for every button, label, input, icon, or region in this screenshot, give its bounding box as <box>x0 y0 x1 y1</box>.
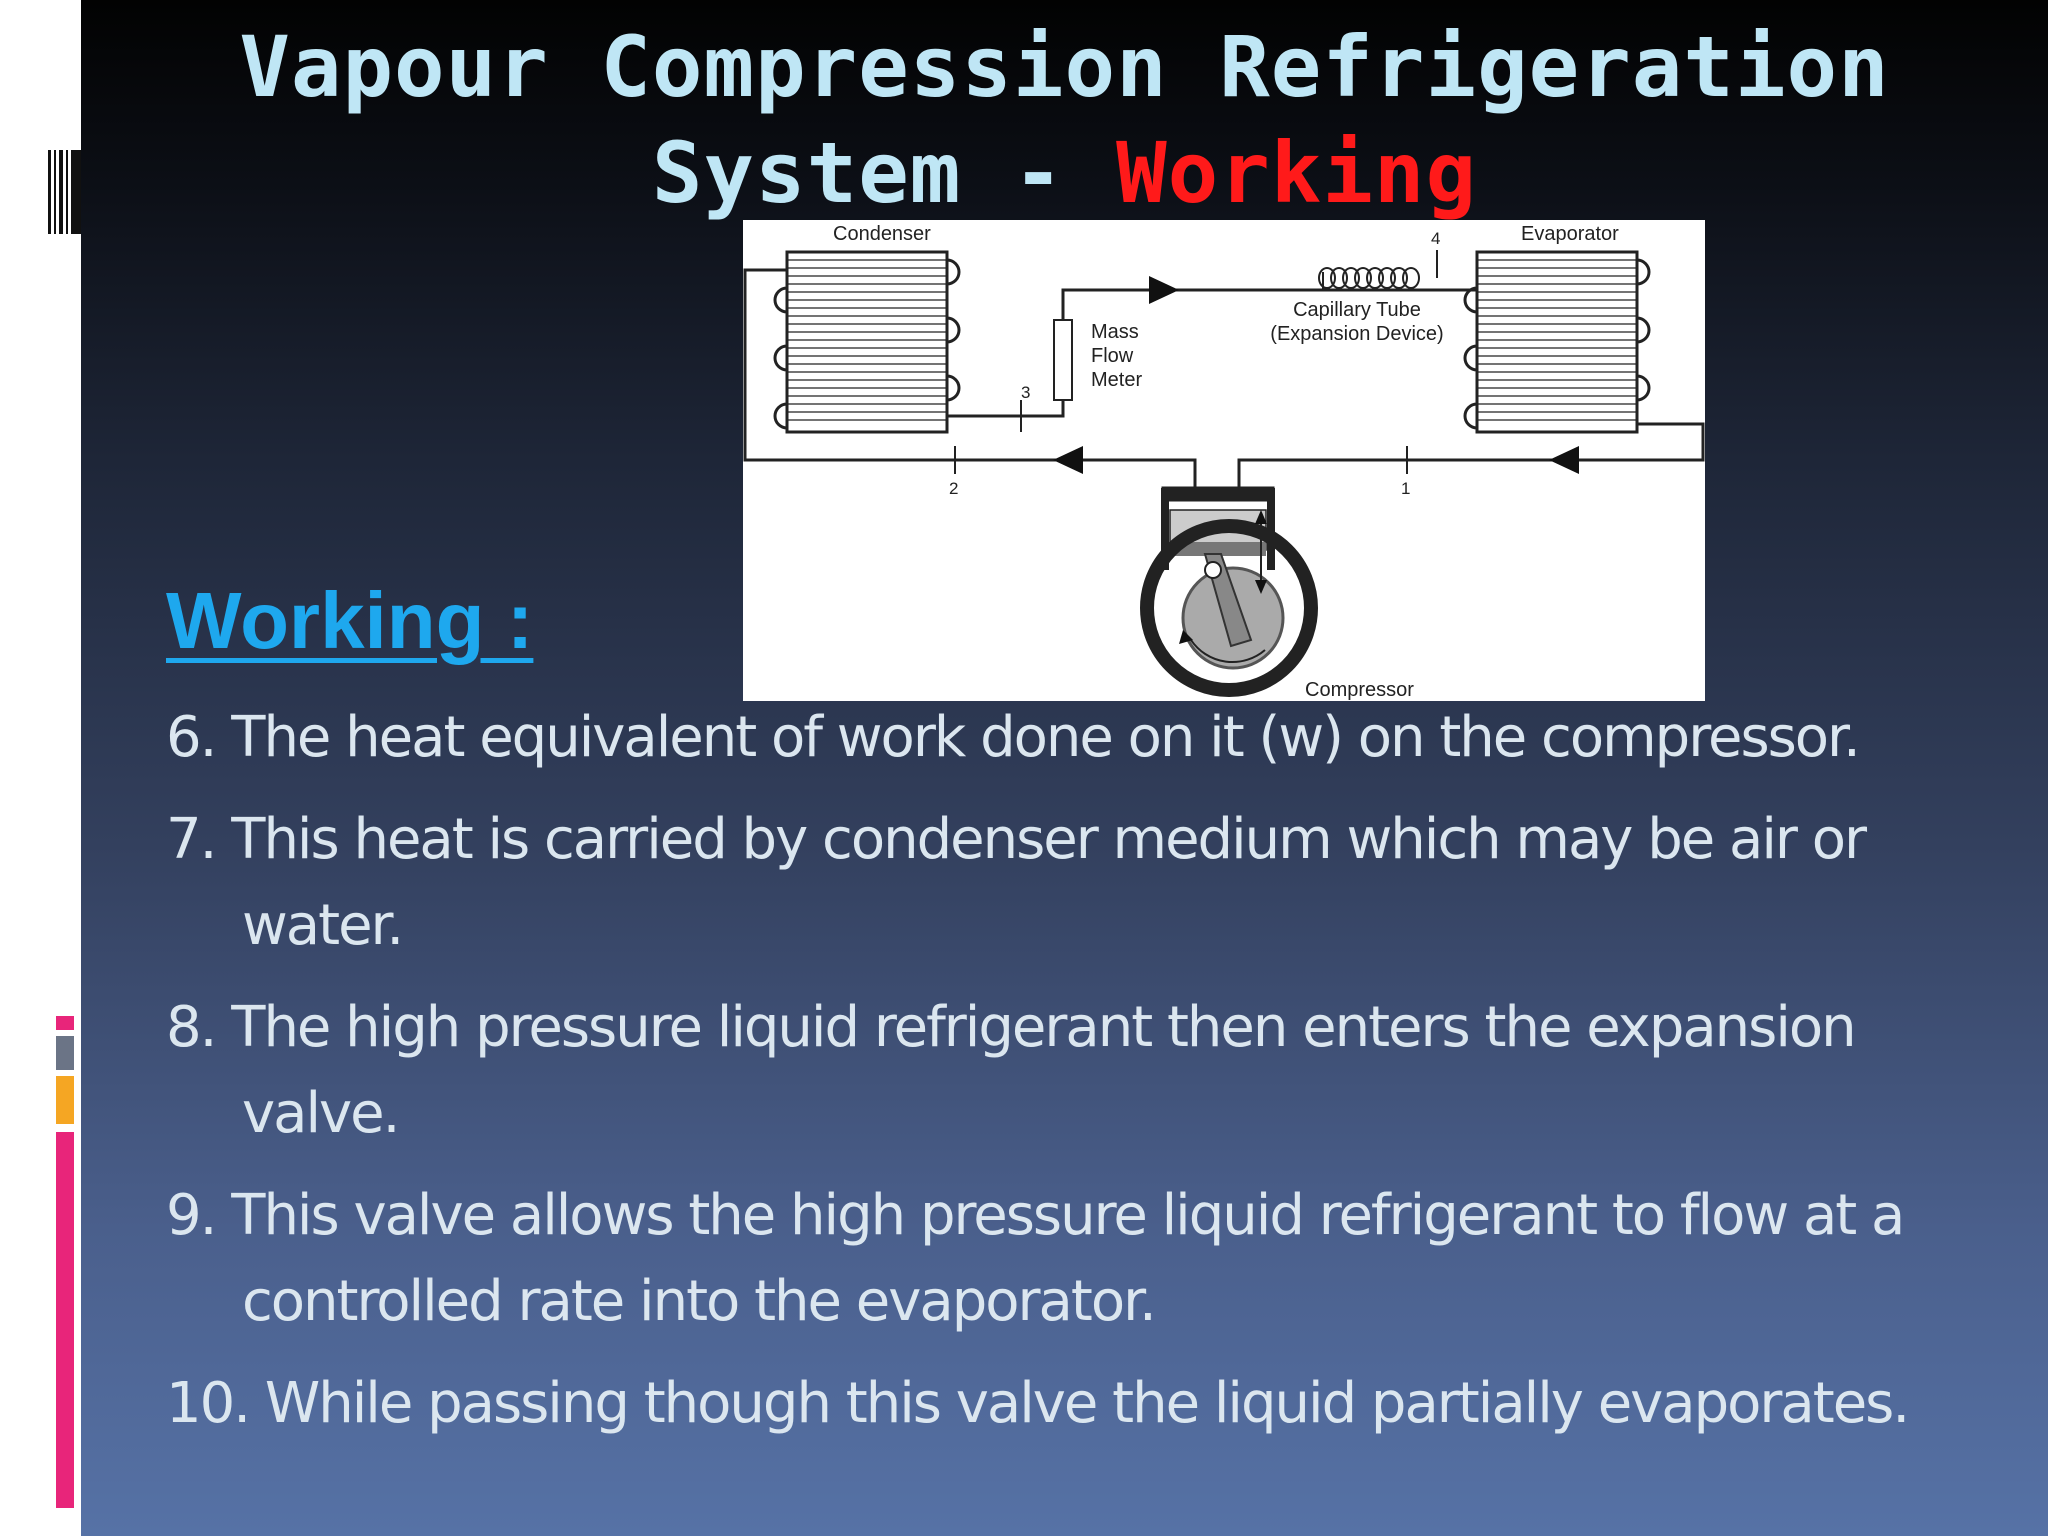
refrigeration-cycle-svg: Condenser Evaporator Mass Flow Meter Cap… <box>743 223 1705 701</box>
slide: Vapour Compression Refrigeration System … <box>81 0 2048 1536</box>
refrigeration-diagram: Condenser Evaporator Mass Flow Meter Cap… <box>743 220 1705 701</box>
title-line-2: System - Working <box>81 120 2048 226</box>
condenser-coil <box>773 250 961 434</box>
list-item: 6. The heat equivalent of work done on i… <box>166 705 1861 770</box>
mass-flow-meter-label-line-3: Meter <box>1091 369 1142 391</box>
capillary-tube-label-line-2: (Expansion Device) <box>1270 323 1443 345</box>
slide-title: Vapour Compression Refrigeration System … <box>81 14 2048 226</box>
state-point-4: 4 <box>1431 229 1440 248</box>
evaporator-coil <box>1463 250 1651 434</box>
title-highlight: Working <box>1116 124 1478 222</box>
state-point-1: 1 <box>1401 479 1410 498</box>
evaporator-label: Evaporator <box>1521 223 1619 245</box>
list-item: 9. This valve allows the high pressure l… <box>166 1183 1905 1334</box>
section-heading: Working : <box>166 576 534 665</box>
accent-bar-gray <box>56 1036 74 1070</box>
list-item: 7. This heat is carried by condenser med… <box>166 807 1867 958</box>
capillary-tube-label-line-1: Capillary Tube <box>1293 299 1421 321</box>
decorative-stripes <box>48 150 81 234</box>
list-item: 10. While passing though this valve the … <box>166 1371 1910 1436</box>
title-line-2-prefix: System - <box>651 124 1117 222</box>
list-item: 8. The high pressure liquid refrigerant … <box>166 995 1857 1146</box>
capillary-tube-coil <box>1318 267 1420 289</box>
condenser-label: Condenser <box>833 223 931 245</box>
accent-bar-pink-long <box>56 1132 74 1508</box>
mass-flow-meter-label-line-2: Flow <box>1091 345 1134 367</box>
flow-arrows <box>1053 276 1579 644</box>
state-point-2: 2 <box>949 479 958 498</box>
accent-bar-orange <box>56 1076 74 1124</box>
mass-flow-meter-label-line-1: Mass <box>1091 321 1139 343</box>
title-line-1: Vapour Compression Refrigeration <box>239 18 1890 116</box>
state-point-3: 3 <box>1021 383 1030 402</box>
mass-flow-meter <box>1053 319 1073 401</box>
compressor-label: Compressor <box>1305 679 1414 701</box>
accent-bar-pink-top <box>56 1016 74 1030</box>
working-points-list: 6. The heat equivalent of work done on i… <box>166 695 2026 1463</box>
compressor <box>1140 486 1318 697</box>
